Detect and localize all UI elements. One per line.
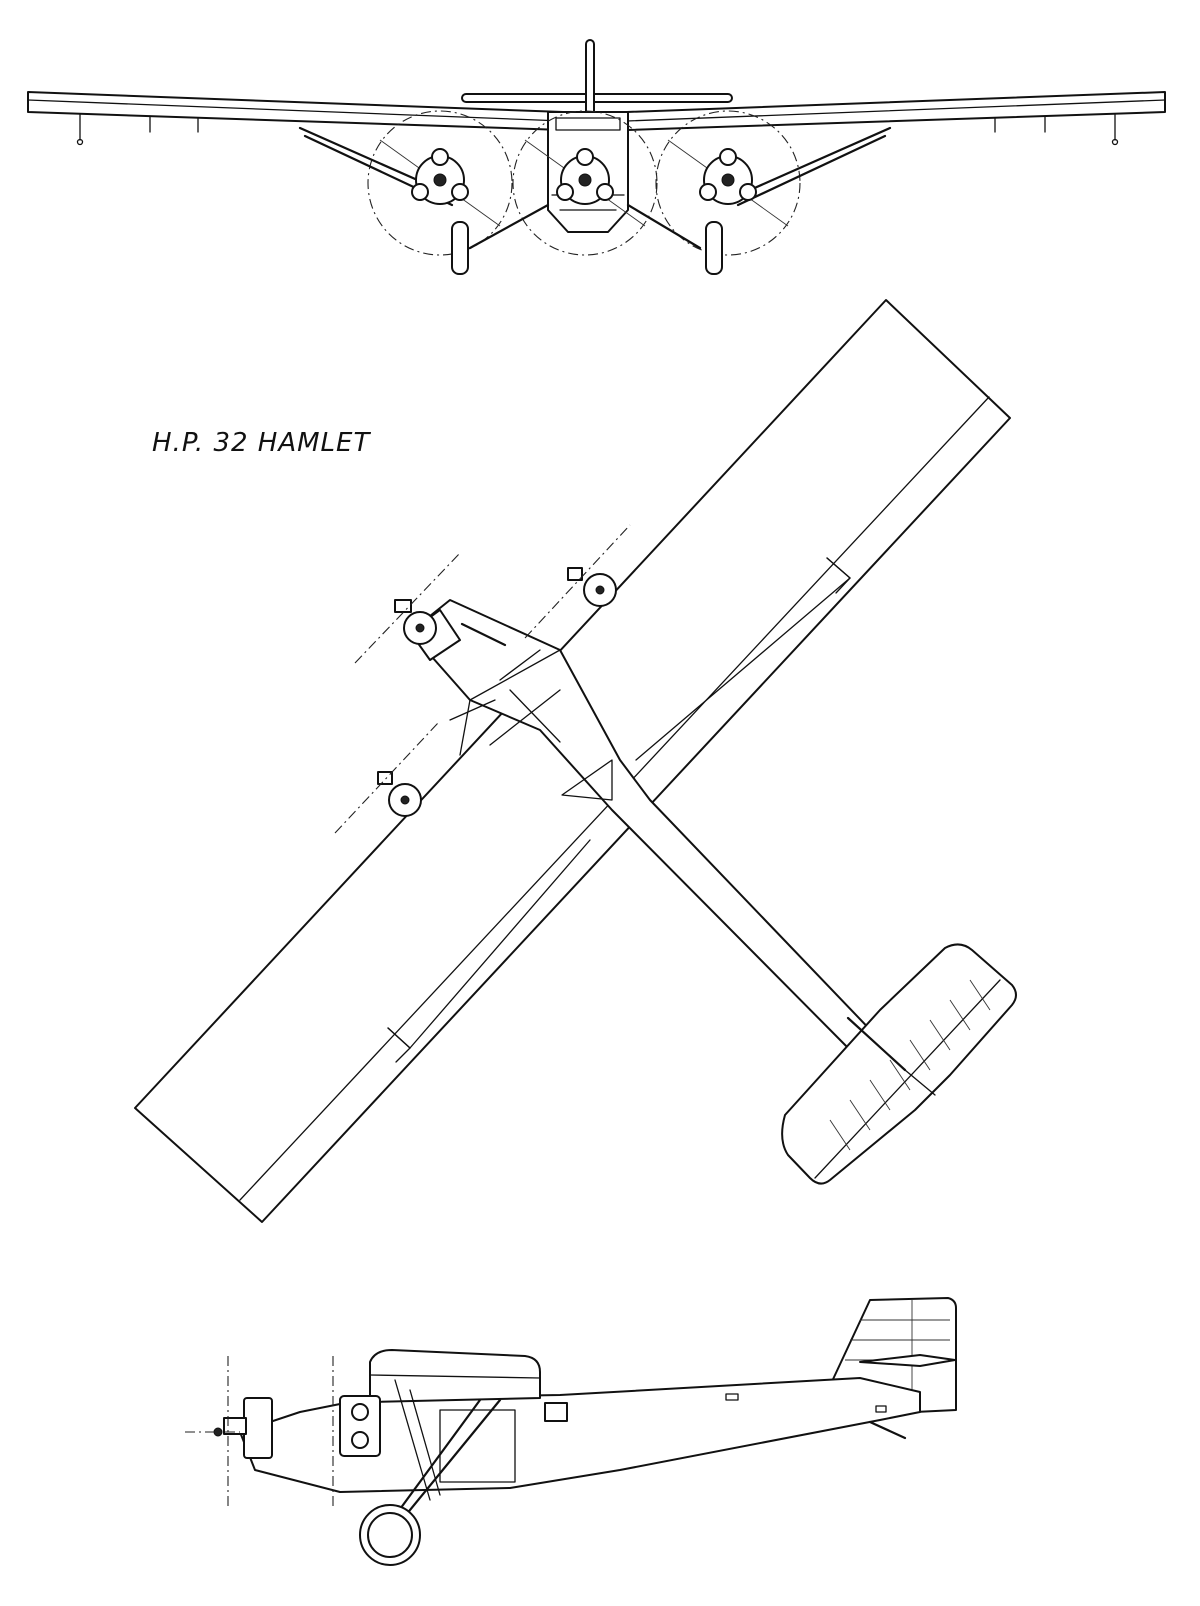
front-view-engine-left (411, 148, 469, 205)
side-view-window-fairing (544, 1402, 568, 1422)
front-view-aileron-hinges (76, 113, 1119, 146)
plan-view-prop-nose (354, 552, 461, 664)
side-view-strut (390, 1398, 502, 1534)
front-view-prop-disc-centre (512, 110, 658, 256)
side-view-door (439, 1409, 516, 1483)
side-view (185, 1297, 957, 1566)
plan-view-fin (846, 1016, 907, 1072)
front-view-engine-right (699, 148, 757, 205)
front-view-tailplane (461, 93, 733, 103)
plan-view-engine-left (377, 771, 422, 817)
front-view-prop-disc-right (655, 110, 801, 256)
front-view-strut-right (736, 126, 892, 207)
plan-view-prop-right (524, 524, 631, 639)
plan-view-elevator-ribs (829, 979, 991, 1151)
plan-view-rudder (904, 1069, 936, 1096)
side-view-tailplane (859, 1354, 956, 1367)
plan-view-struts (449, 649, 541, 756)
plan-view (134, 299, 1017, 1223)
plan-view-prop-left (334, 722, 439, 834)
front-view-engine-centre (556, 148, 614, 205)
front-view-axle-struts (468, 203, 702, 250)
side-view-cabane (394, 1379, 441, 1501)
side-view-engine-nose (213, 1397, 273, 1459)
side-view-engine-wing (339, 1395, 381, 1457)
plan-view-exhaust (460, 622, 507, 647)
front-view (27, 39, 1166, 275)
plan-view-windscreen (561, 759, 613, 801)
plan-view-engine-nose (394, 599, 437, 645)
plan-view-engine-right (567, 567, 617, 607)
front-view-wheel-left (451, 221, 469, 275)
front-view-prop-disc-left (367, 110, 513, 256)
front-view-wheel-right (705, 221, 723, 275)
side-view-tail-skid (868, 1420, 907, 1440)
drawing-title: H.P. 32 HAMLET (152, 428, 371, 458)
